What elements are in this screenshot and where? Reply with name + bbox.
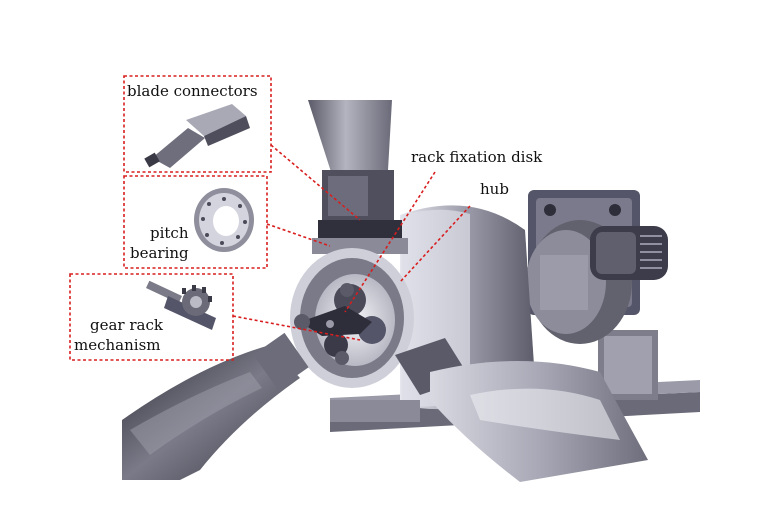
callout-box (123, 75, 272, 173)
nut-icon (294, 314, 310, 330)
front-disk (290, 248, 414, 388)
upper-blade (308, 100, 408, 254)
bolt-icon (544, 204, 556, 216)
callout-pitch-bearing: pitch bearing (123, 175, 268, 269)
label-bearing: bearing (130, 244, 189, 262)
label-gear-rack: gear rack (90, 316, 164, 334)
lower-left-blade (122, 332, 309, 480)
nut-icon (340, 283, 354, 297)
leader-pitch-bearing (266, 223, 331, 247)
leader-hub (399, 205, 471, 283)
callout-gear-rack: gear rack mechanism (69, 273, 234, 361)
blade-connector-icon (144, 104, 250, 168)
machine-illustration (122, 100, 700, 482)
gear-rack-icon (145, 280, 216, 330)
label-hub: hub (480, 180, 509, 198)
label-rack-fixation-disk: rack fixation disk (411, 148, 543, 166)
label-blade-connectors: blade connectors (127, 82, 258, 100)
pitch-bearing-icon (194, 188, 254, 252)
label-mechanism: mechanism (74, 336, 160, 354)
leader-blade-connectors (270, 144, 361, 221)
leader-rack-fixation-disk (344, 171, 436, 313)
nut-icon (335, 351, 349, 365)
leader-lines (232, 144, 471, 341)
callout-blade-connectors: blade connectors (123, 75, 272, 173)
callout-box (69, 273, 234, 361)
bolt-icon (609, 204, 621, 216)
label-pitch: pitch (150, 224, 189, 242)
lower-right-blade (395, 338, 648, 482)
generator-housing (526, 190, 668, 344)
callout-box (123, 175, 268, 269)
